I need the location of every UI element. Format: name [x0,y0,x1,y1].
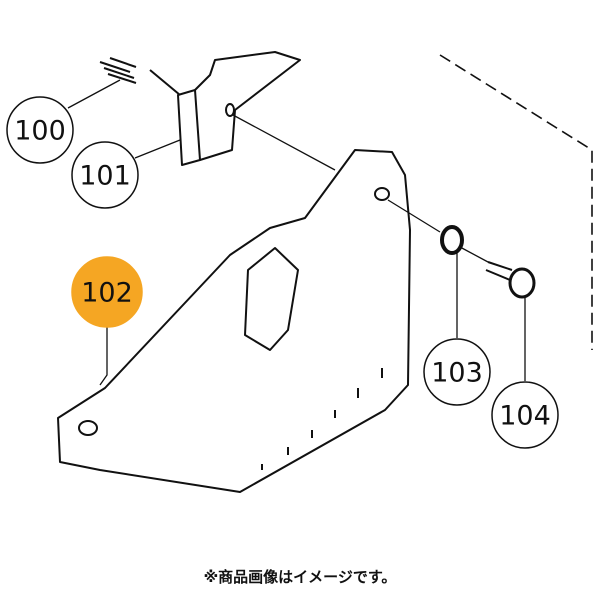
svg-text:104: 104 [499,401,551,432]
svg-text:102: 102 [81,278,133,309]
washer-part [440,225,464,255]
svg-text:101: 101 [79,161,131,192]
callout-104[interactable]: 104 [491,381,559,449]
svg-text:103: 103 [431,358,483,389]
bracket-part [149,51,301,166]
svg-text:100: 100 [14,116,66,147]
callout-101[interactable]: 101 [71,141,139,209]
screw-part [485,261,536,299]
callout-102-highlighted[interactable]: 102 [71,256,143,328]
spring-part [99,57,137,84]
dashed-frame [439,54,593,350]
callout-103[interactable]: 103 [423,338,491,406]
image-disclaimer-note: ※商品画像はイメージです。 [203,568,397,586]
callout-100[interactable]: 100 [6,96,74,164]
plate-part [57,149,411,493]
